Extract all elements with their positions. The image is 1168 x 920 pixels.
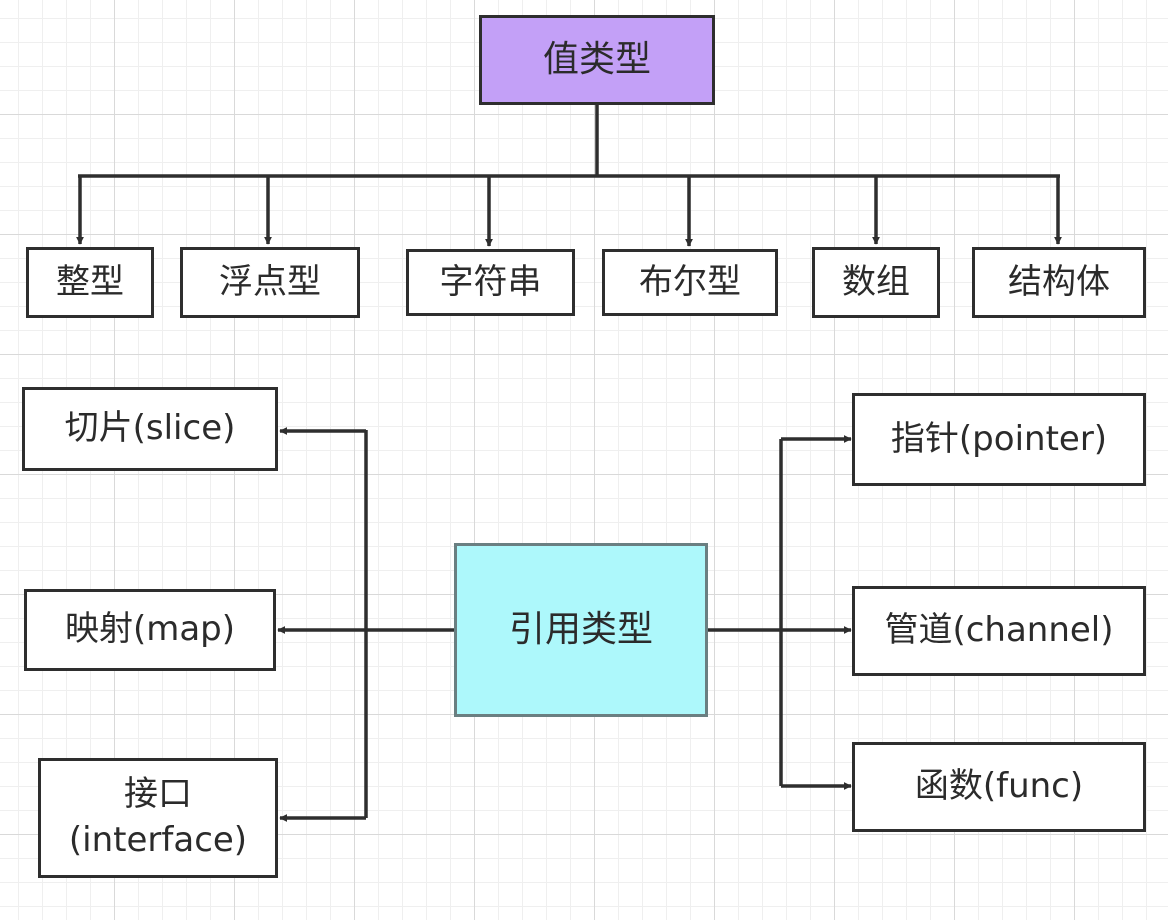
float-node: 浮点型 bbox=[180, 247, 360, 318]
value-type-node: 值类型 bbox=[479, 15, 715, 105]
interface-node: 接口 (interface) bbox=[38, 758, 278, 878]
int-node: 整型 bbox=[26, 247, 154, 318]
struct-label: 结构体 bbox=[1008, 261, 1110, 302]
float-label: 浮点型 bbox=[219, 261, 321, 302]
channel-label: 管道(channel) bbox=[884, 610, 1114, 651]
func-node: 函数(func) bbox=[852, 742, 1146, 832]
map-label: 映射(map) bbox=[64, 609, 236, 650]
array-label: 数组 bbox=[842, 261, 910, 302]
array-node: 数组 bbox=[812, 247, 940, 318]
string-label: 字符串 bbox=[439, 261, 542, 302]
map-node: 映射(map) bbox=[24, 589, 276, 671]
reference-type-label: 引用类型 bbox=[508, 608, 653, 650]
pointer-label: 指针(pointer) bbox=[890, 418, 1108, 459]
struct-node: 结构体 bbox=[972, 247, 1146, 318]
slice-node: 切片(slice) bbox=[22, 387, 278, 471]
value-type-label: 值类型 bbox=[542, 38, 651, 80]
string-node: 字符串 bbox=[406, 249, 575, 316]
interface-label-line1: 接口 bbox=[124, 774, 192, 815]
int-label: 整型 bbox=[56, 261, 124, 302]
interface-label-line2: (interface) bbox=[68, 820, 248, 860]
bool-node: 布尔型 bbox=[602, 249, 778, 316]
reference-type-node: 引用类型 bbox=[454, 543, 708, 717]
pointer-node: 指针(pointer) bbox=[852, 393, 1146, 486]
bool-label: 布尔型 bbox=[639, 261, 741, 302]
func-label: 函数(func) bbox=[914, 766, 1084, 807]
channel-node: 管道(channel) bbox=[852, 586, 1146, 676]
slice-label: 切片(slice) bbox=[64, 408, 236, 449]
